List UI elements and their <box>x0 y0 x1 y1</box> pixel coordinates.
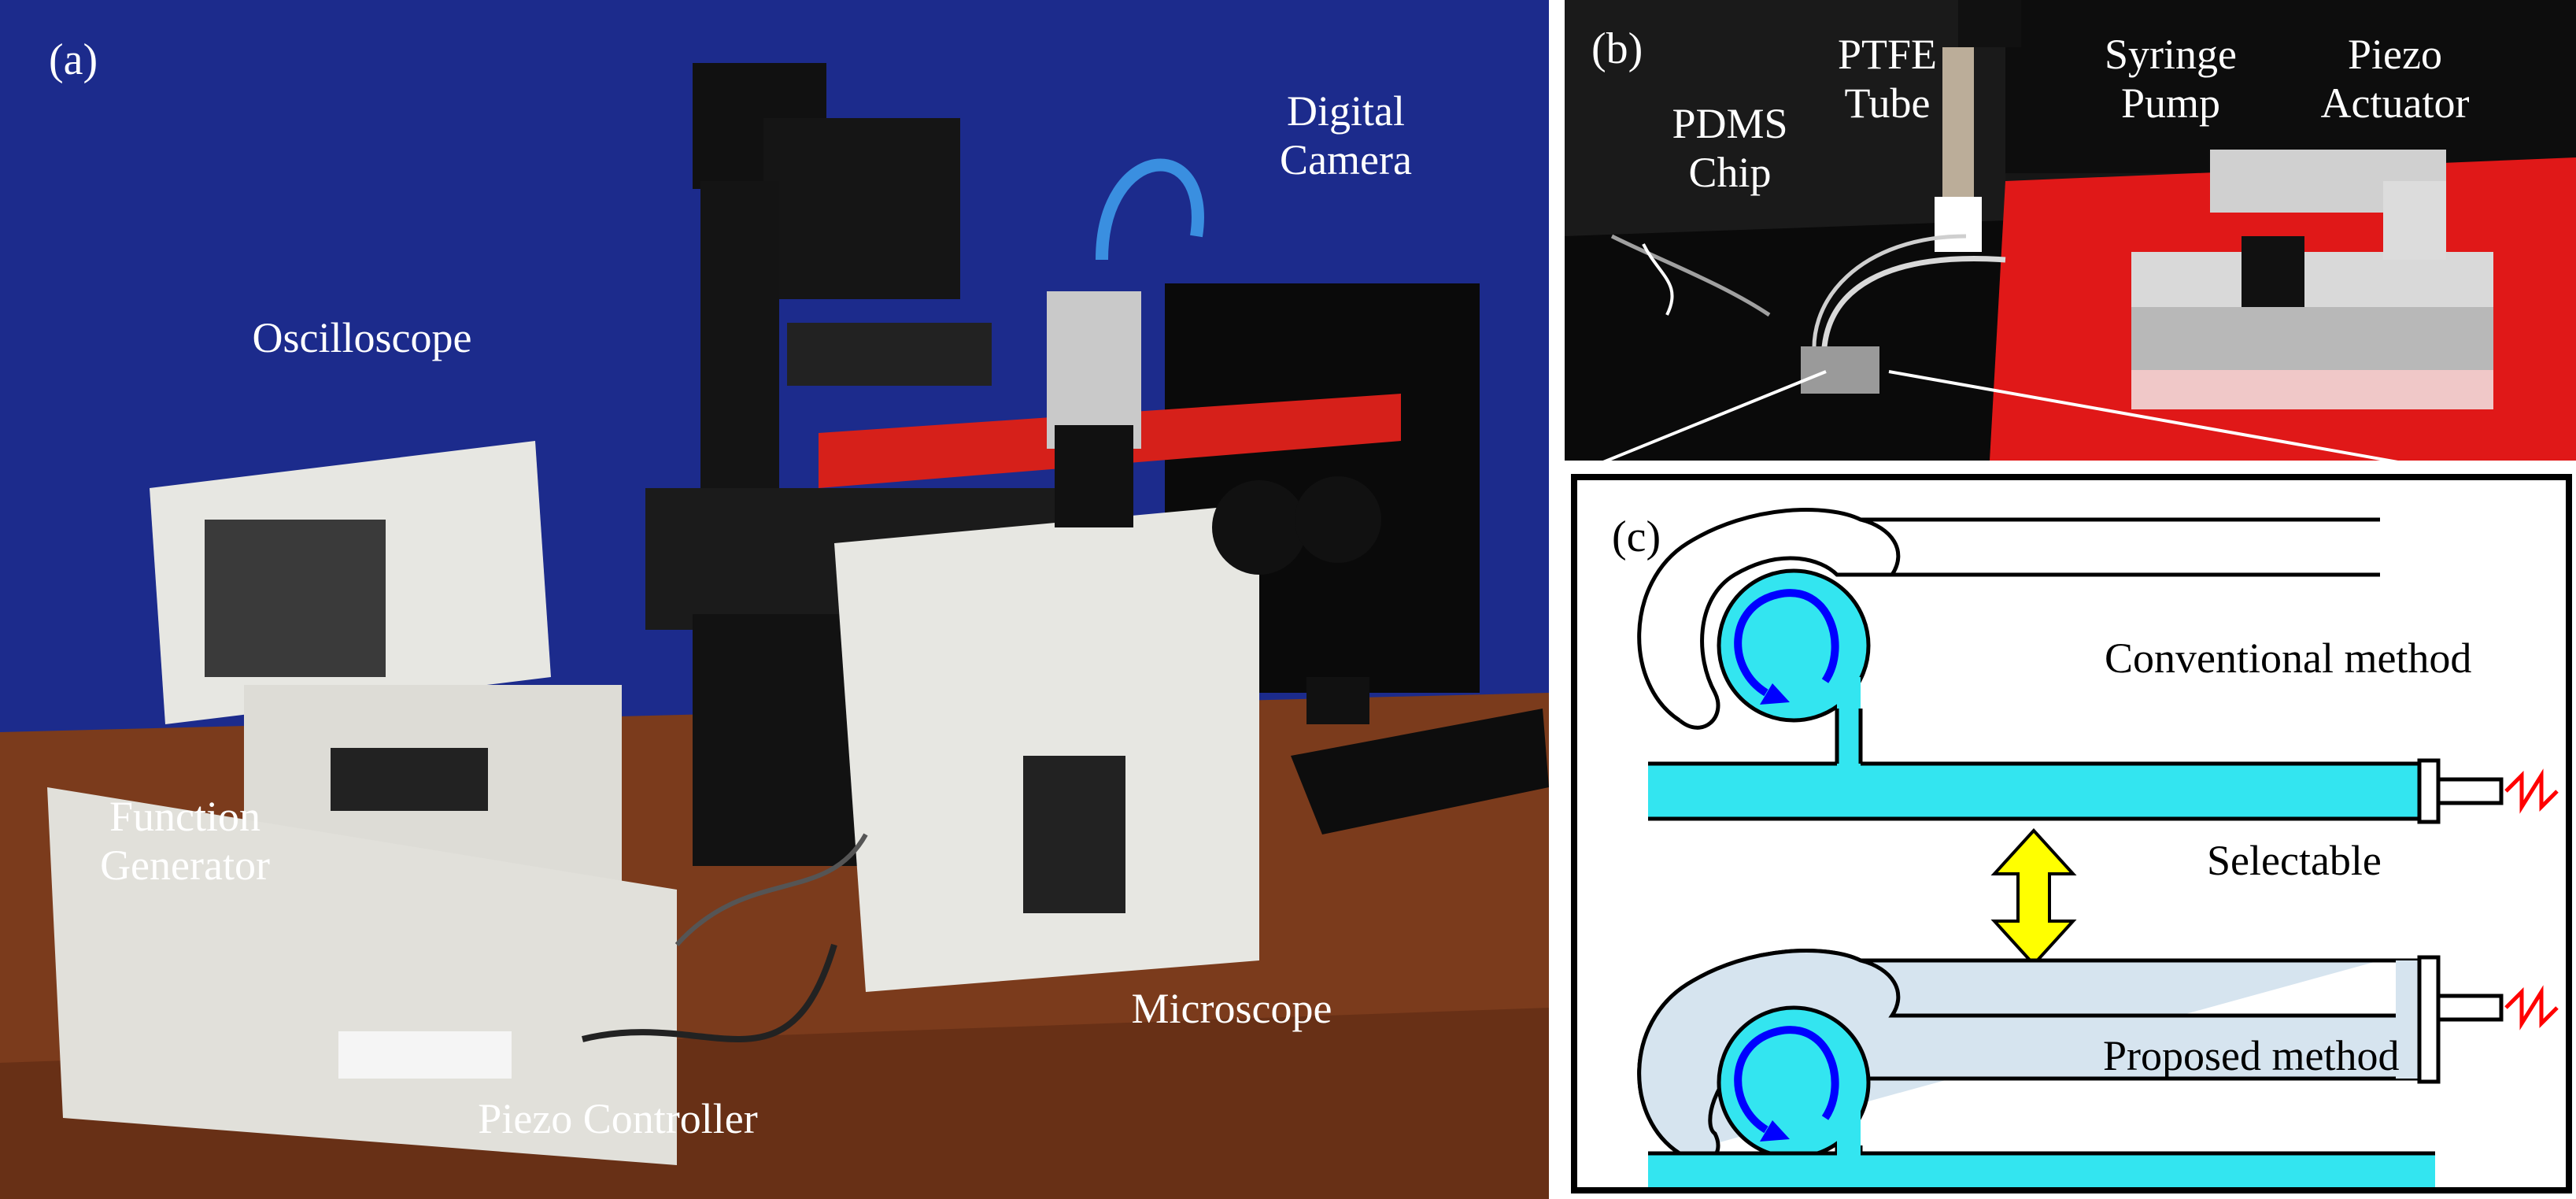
mode-schematic-diagram <box>1637 508 2559 1187</box>
lab-setup-photo <box>0 0 1549 1199</box>
label-ptfe-tube: PTFE Tube <box>1837 31 1938 127</box>
label-piezo-controller: Piezo Controller <box>478 1095 758 1142</box>
label-microscope: Microscope <box>1131 985 1332 1032</box>
bottom-channel <box>1648 1110 2435 1187</box>
caption-selectable: Selectable <box>2207 837 2382 884</box>
pressure-chamber-proposed <box>1637 949 2422 1164</box>
panel-a-photo: (a) Digital Camera Oscilloscope Function… <box>0 0 1549 1199</box>
label-syringe-pump: Syringe Pump <box>2105 31 2237 127</box>
main-channel-conventional <box>1648 764 2435 819</box>
panel-a-tag: (a) <box>49 35 98 84</box>
panel-c-schematic: (c) Conventional method Selectable Propo… <box>1571 474 2572 1193</box>
microfluidic-setup-photo <box>1565 0 2576 461</box>
label-oscilloscope: Oscilloscope <box>252 314 472 361</box>
label-pdms-chip: PDMS Chip <box>1672 100 1788 196</box>
vortex-arrow-icon <box>1734 589 1839 697</box>
panel-b-tag: (b) <box>1591 24 1643 73</box>
label-piezo-actuator: Piezo Actuator <box>2320 31 2470 127</box>
caption-proposed-method: Proposed method <box>2103 1032 2400 1079</box>
vortex-arrow-icon <box>1734 1026 1839 1134</box>
label-function-generator: Function Generator <box>100 793 270 889</box>
piezo-vibration-icon <box>2504 985 2559 1031</box>
piezo-vibration-icon <box>2504 768 2559 814</box>
panel-c-tag: (c) <box>1612 513 1661 561</box>
label-digital-camera: Digital Camera <box>1280 87 1412 183</box>
caption-conventional-method: Conventional method <box>2105 635 2472 682</box>
panel-b-photo: (b) PDMS Chip PTFE Tube Syringe Pump Pie… <box>1565 0 2576 461</box>
